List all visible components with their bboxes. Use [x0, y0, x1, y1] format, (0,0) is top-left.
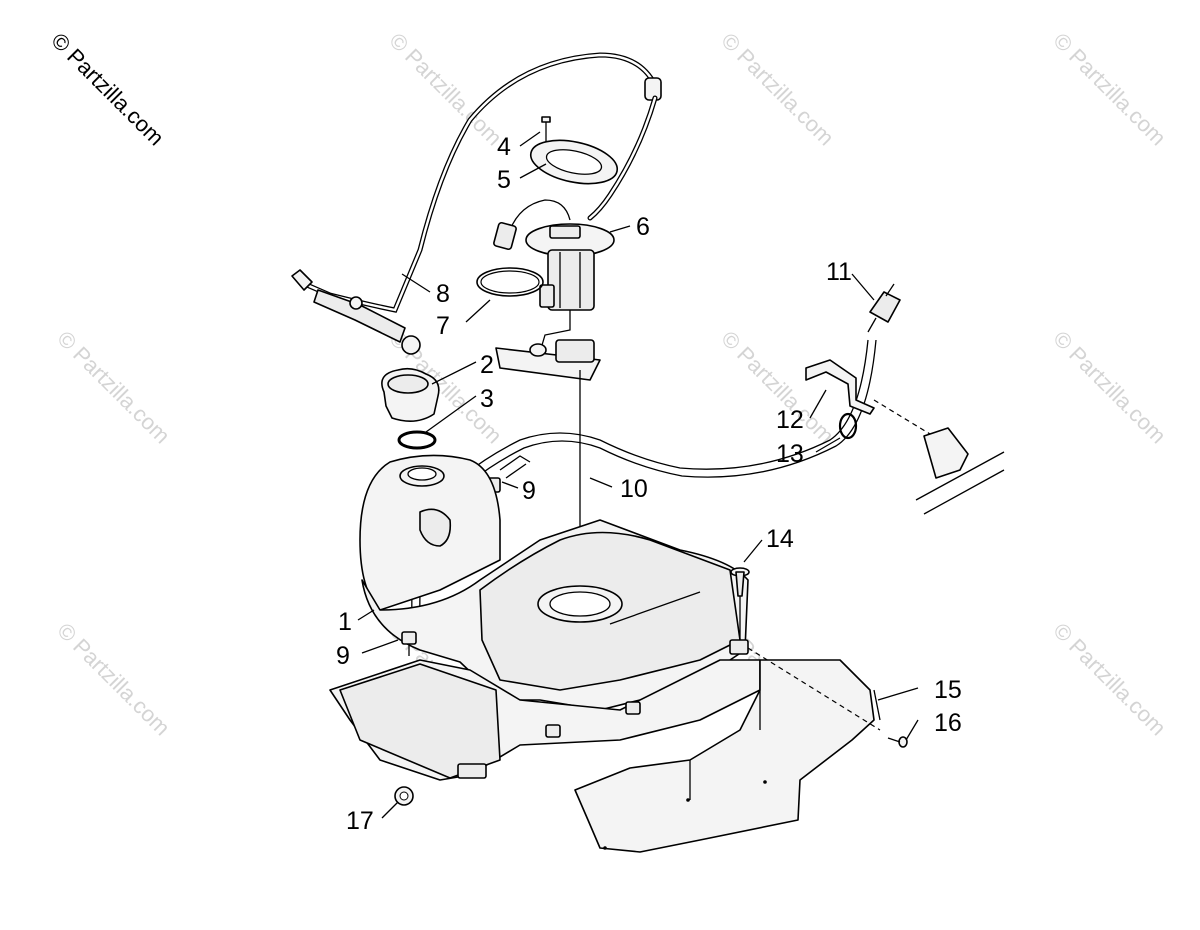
watermark: © Partzilla.com [1048, 326, 1171, 449]
filter-bracket [805, 359, 875, 415]
watermark: © Partzilla.com [52, 326, 175, 449]
hose-end-fitting [291, 269, 313, 291]
callout-11: 11 [826, 258, 852, 286]
callout-9-bolt: 9 [336, 642, 350, 670]
hose-clamp-ring [838, 412, 858, 440]
callout-14: 14 [766, 525, 794, 553]
callout-labels: 4 5 6 8 7 2 3 9 10 11 12 13 14 1 9 15 16… [336, 133, 962, 835]
callout-15: 15 [934, 676, 962, 704]
grommet [394, 786, 414, 806]
copyright-text: © Partzilla.com [46, 28, 169, 151]
frame-mount [873, 399, 1005, 515]
vent-hose [291, 52, 662, 355]
callout-8: 8 [436, 280, 450, 308]
watermark: © Partzilla.com [1048, 28, 1171, 151]
callout-10: 10 [620, 475, 648, 503]
shield-fastener-guide [747, 647, 881, 731]
fuel-filter [867, 283, 901, 333]
leader-lines [357, 131, 919, 819]
fuel-tank [329, 454, 761, 781]
callout-4: 4 [497, 133, 511, 161]
fuel-cap-seal [397, 430, 437, 450]
watermark: © Partzilla.com [52, 618, 175, 741]
flange-gasket [529, 139, 619, 185]
callout-7: 7 [436, 312, 450, 340]
hose-end-cap [401, 335, 421, 355]
heat-shield [574, 659, 881, 853]
pump-mounting-plate [495, 339, 601, 381]
callout-12: 12 [776, 406, 804, 434]
callout-3: 3 [480, 385, 494, 413]
fuel-cap [381, 367, 440, 422]
pump-electrical-connector [493, 221, 517, 251]
fuel-pump-assembly [493, 199, 615, 353]
callout-9-vent: 9 [522, 477, 536, 505]
push-rivet [730, 567, 750, 640]
callout-6: 6 [636, 213, 650, 241]
callout-17: 17 [346, 807, 374, 835]
watermark: © Partzilla.com [716, 28, 839, 151]
watermark: © Partzilla.com [384, 28, 507, 151]
watermark: © Partzilla.com [1048, 618, 1171, 741]
callout-5: 5 [497, 166, 511, 194]
callout-13: 13 [776, 440, 804, 468]
tank-bolt [401, 631, 417, 656]
pump-o-ring [476, 267, 544, 297]
callout-16: 16 [934, 709, 962, 737]
callout-1: 1 [338, 608, 352, 636]
hose-clamp [349, 296, 363, 310]
shield-screw [887, 736, 908, 748]
callout-2: 2 [480, 351, 494, 379]
